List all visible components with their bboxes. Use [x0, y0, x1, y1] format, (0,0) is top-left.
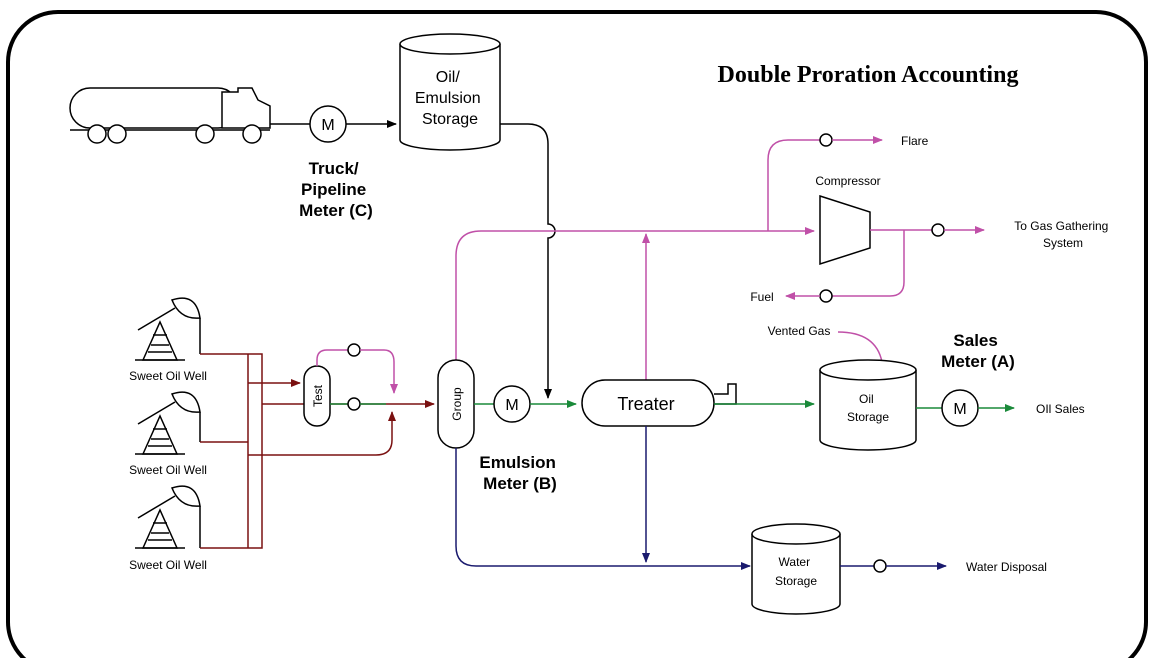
well-3-label: Sweet Oil Well — [129, 558, 207, 572]
well-manifold — [200, 353, 263, 549]
svg-text:Water Storage: Water Storage — [775, 555, 817, 588]
treater-vessel: Treater — [581, 379, 737, 427]
diagram-frame — [6, 10, 1148, 658]
gas-gathering-valve — [931, 223, 945, 237]
oil-emulsion-storage-tank: Oil/ Emulsion Storage — [399, 33, 501, 151]
test-gas-line — [316, 349, 348, 366]
emulsion-meter-label: Emulsion Meter (B) — [479, 453, 560, 493]
water-disposal-valve — [873, 559, 887, 573]
fuel-line — [832, 230, 905, 297]
tanker-truck-icon — [69, 87, 271, 144]
vented-gas-line — [837, 331, 883, 363]
svg-text:Oil Storage: Oil Storage — [847, 392, 889, 424]
well-1-icon — [135, 297, 201, 361]
well-2-icon — [135, 391, 201, 455]
truck-meter-label: Truck/ Pipeline Meter (C) — [299, 159, 373, 220]
oil-storage-tank: Oil Storage — [819, 359, 917, 451]
test-gas-valve — [347, 343, 361, 357]
svg-text:Oil/ Emulsion Stor: Oil/ Emulsion Storage — [415, 69, 485, 128]
fuel-label: Fuel — [750, 290, 773, 304]
truck-meter-letter: M — [321, 117, 334, 134]
diagram-title: Double Proration Accounting — [718, 62, 1019, 88]
water-storage-tank: Water Storage — [751, 523, 841, 615]
group-water-line — [455, 448, 751, 570]
well-3-icon — [135, 485, 201, 549]
vented-gas-label: Vented Gas — [768, 324, 831, 338]
storage-to-treater-line — [500, 123, 556, 399]
gas-gathering-label: To Gas Gathering System — [1014, 219, 1111, 250]
well-1-label: Sweet Oil Well — [129, 369, 207, 383]
well-2-label: Sweet Oil Well — [129, 463, 207, 477]
compressor-icon — [819, 194, 871, 266]
sales-meter-letter: M — [953, 401, 966, 418]
test-label: Test — [311, 384, 325, 407]
flare-valve — [819, 133, 833, 147]
flare-line — [767, 139, 820, 231]
emulsion-meter-letter: M — [505, 397, 518, 414]
sales-meter-label: Sales Meter (A) — [941, 331, 1015, 371]
compressor-label: Compressor — [815, 174, 880, 188]
well-2-to-group-line — [248, 411, 396, 456]
fuel-valve — [819, 289, 833, 303]
test-liquid-valve — [347, 397, 361, 411]
oil-sales-label: OIl Sales — [1036, 402, 1085, 416]
test-gas-return-line — [360, 349, 398, 394]
water-disposal-label: Water Disposal — [966, 560, 1047, 574]
group-label: Group — [450, 387, 464, 421]
gas-header-line — [455, 227, 815, 360]
flare-label: Flare — [901, 134, 929, 148]
svg-text:Treater: Treater — [617, 394, 674, 414]
